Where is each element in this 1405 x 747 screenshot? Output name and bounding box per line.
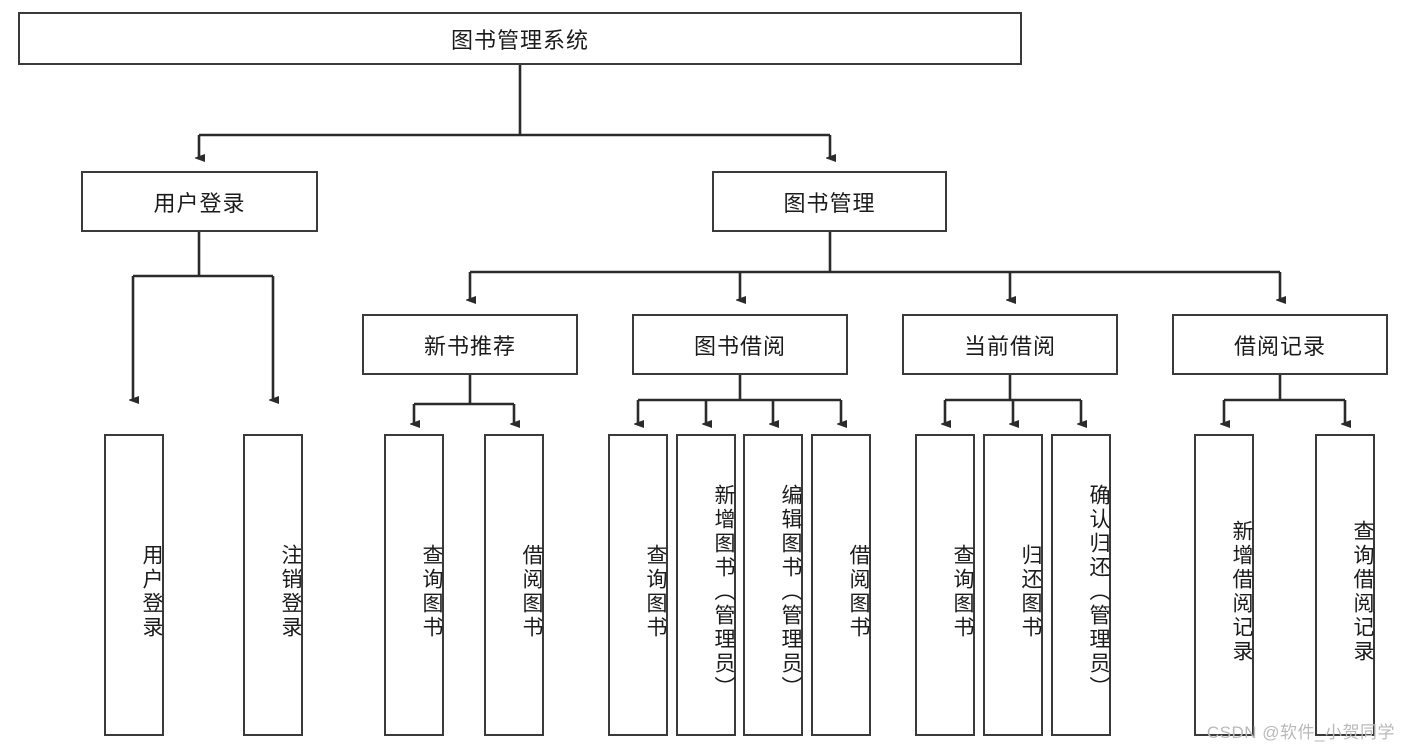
node-label: 查询图书 xyxy=(644,544,667,640)
node-new-book-recommend[interactable]: 新书推荐 xyxy=(362,314,578,375)
node-label: 编辑图书（管理员） xyxy=(779,484,802,700)
leaf-current-borrow-confirm-admin[interactable]: 确认归还（管理员） xyxy=(1051,434,1111,736)
leaf-new-book-query[interactable]: 查询图书 xyxy=(384,434,444,736)
node-label: 确认归还（管理员） xyxy=(1087,484,1110,700)
node-label: 新书推荐 xyxy=(423,333,516,359)
node-label: 归还图书 xyxy=(1019,544,1042,640)
node-borrow-record[interactable]: 借阅记录 xyxy=(1172,314,1388,375)
node-label: 用户登录 xyxy=(153,190,246,216)
leaf-borrow-record-query[interactable]: 查询借阅记录 xyxy=(1315,434,1375,736)
node-label: 借阅图书 xyxy=(520,544,543,640)
leaf-user-login-login[interactable]: 用户登录 xyxy=(104,434,164,736)
node-label: 借阅图书 xyxy=(847,544,870,640)
node-label: 注销登录 xyxy=(279,544,302,640)
leaf-book-borrow-add-admin[interactable]: 新增图书（管理员） xyxy=(676,434,736,736)
node-label: 用户登录 xyxy=(140,544,163,640)
leaf-book-borrow-query[interactable]: 查询图书 xyxy=(608,434,668,736)
node-label: 图书借阅 xyxy=(693,333,786,359)
node-current-borrow[interactable]: 当前借阅 xyxy=(902,314,1118,375)
node-label: 借阅记录 xyxy=(1233,333,1326,359)
leaf-user-login-logout[interactable]: 注销登录 xyxy=(243,434,303,736)
leaf-current-borrow-query[interactable]: 查询图书 xyxy=(915,434,975,736)
node-label: 当前借阅 xyxy=(963,333,1056,359)
node-label: 新增借阅记录 xyxy=(1230,520,1253,664)
leaf-book-borrow-edit-admin[interactable]: 编辑图书（管理员） xyxy=(743,434,803,736)
node-label: 查询图书 xyxy=(420,544,443,640)
node-book-management[interactable]: 图书管理 xyxy=(712,171,947,232)
node-label: 图书管理系统 xyxy=(450,27,589,53)
node-label: 图书管理 xyxy=(783,190,876,216)
node-user-login[interactable]: 用户登录 xyxy=(81,171,318,232)
node-book-borrow[interactable]: 图书借阅 xyxy=(632,314,848,375)
node-label: 新增图书（管理员） xyxy=(712,484,735,700)
leaf-book-borrow-borrow[interactable]: 借阅图书 xyxy=(811,434,871,736)
node-label: 查询借阅记录 xyxy=(1351,520,1374,664)
leaf-current-borrow-return[interactable]: 归还图书 xyxy=(983,434,1043,736)
node-root-book-management-system[interactable]: 图书管理系统 xyxy=(18,12,1022,65)
leaf-borrow-record-add[interactable]: 新增借阅记录 xyxy=(1194,434,1254,736)
leaf-new-book-borrow[interactable]: 借阅图书 xyxy=(484,434,544,736)
csdn-watermark: CSDN @软件_小贺同学 xyxy=(1206,723,1395,742)
node-label: 查询图书 xyxy=(951,544,974,640)
